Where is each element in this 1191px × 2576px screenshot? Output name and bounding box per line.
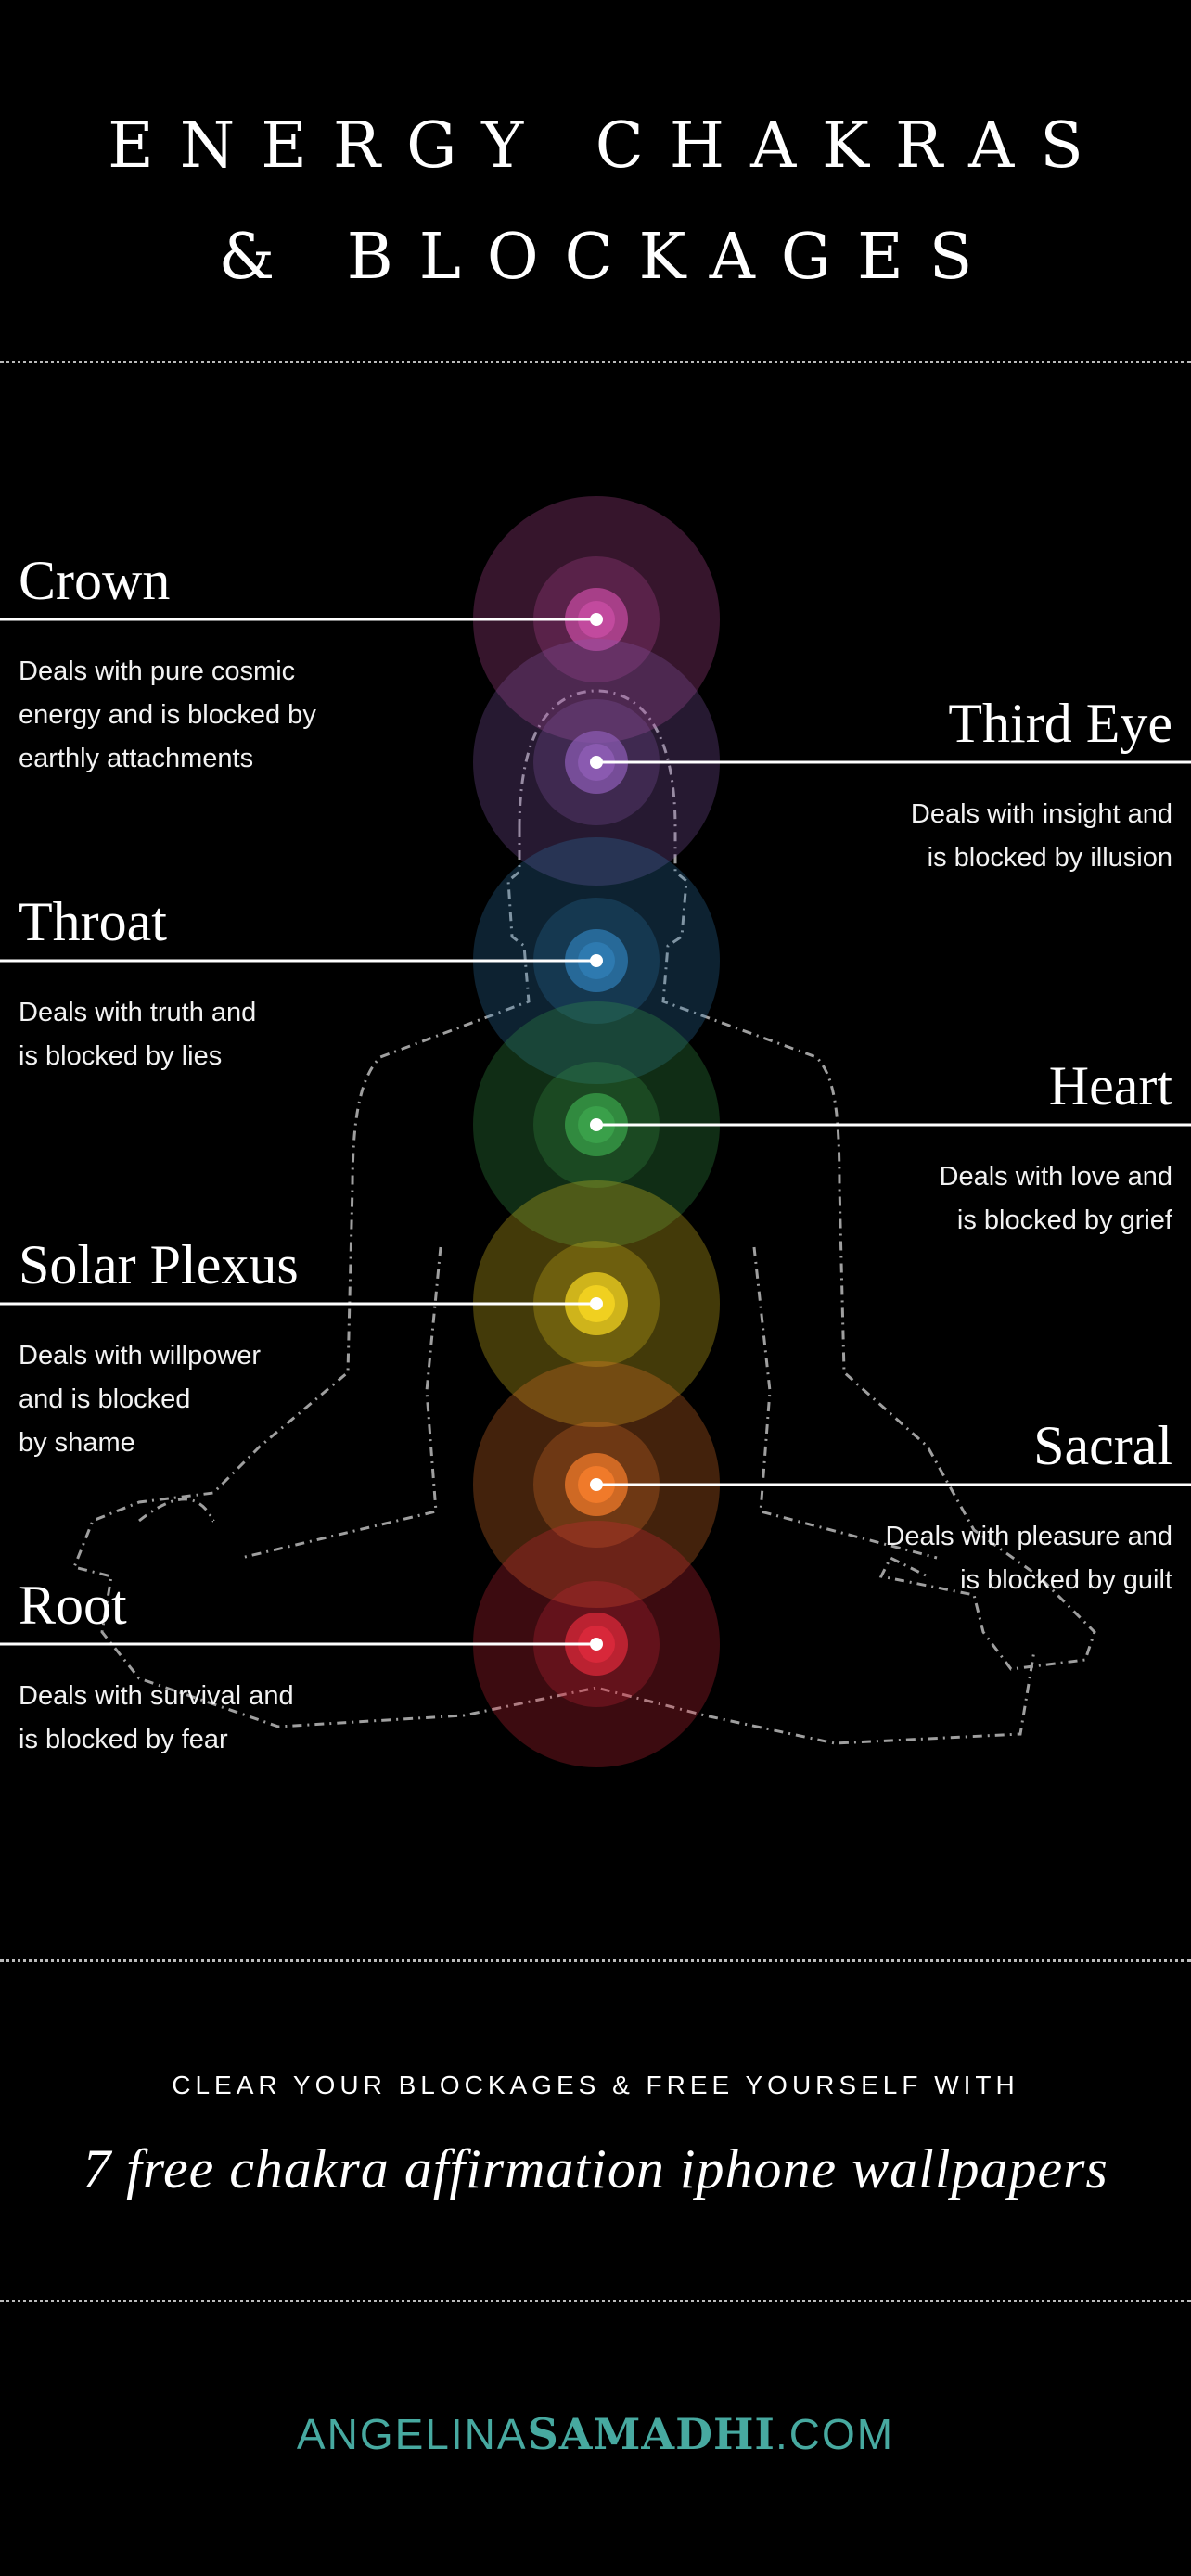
- chakra-heading: Root: [19, 1575, 127, 1636]
- chakra-dot: [590, 613, 603, 626]
- chakra-description-line: Deals with pure cosmic: [19, 657, 296, 686]
- divider-top: [0, 361, 1191, 363]
- chakra-heading: Heart: [1048, 1055, 1172, 1116]
- chakra-description-line: Deals with willpower: [19, 1341, 262, 1371]
- divider-middle: [0, 1959, 1191, 1962]
- website-part-2: SAMADHI: [527, 2409, 775, 2459]
- chakra-description-line: energy and is blocked by: [19, 700, 316, 730]
- chakra-description-line: by shame: [19, 1428, 135, 1458]
- chakra-heading: Solar Plexus: [19, 1234, 299, 1295]
- chakra-dot: [590, 756, 603, 769]
- chakra-description-line: is blocked by lies: [19, 1041, 223, 1071]
- chakra-sacral: [473, 1361, 720, 1608]
- chakra-description-line: Deals with pleasure and: [885, 1522, 1172, 1551]
- chakra-heading: Sacral: [1033, 1415, 1172, 1476]
- chakra-description-line: Deals with insight and: [910, 799, 1172, 829]
- website-part-1: ANGELINA: [296, 2410, 528, 2458]
- chakra-dot: [590, 1478, 603, 1491]
- chakra-dot: [590, 1297, 603, 1310]
- chakra-heading: Crown: [19, 550, 171, 611]
- chakra-description-line: Deals with love and: [939, 1162, 1172, 1192]
- chakra-dot: [590, 1638, 603, 1651]
- chakra-heading: Third Eye: [948, 693, 1172, 754]
- chakra-description-line: is blocked by guilt: [960, 1565, 1172, 1595]
- wallpapers-link[interactable]: 7 free chakra affirmation iphone wallpap…: [83, 2138, 1108, 2200]
- chakra-dot: [590, 954, 603, 967]
- chakra-description-line: earthly attachments: [19, 744, 254, 773]
- chakra-description-line: and is blocked: [19, 1384, 191, 1414]
- meditating-body-outline: [71, 689, 1096, 1745]
- chakra-description-line: is blocked by grief: [956, 1205, 1172, 1235]
- chakra-description-line: is blocked by fear: [19, 1725, 228, 1754]
- title-line-2: & BLOCKAGES: [218, 221, 999, 294]
- website-part-3: .COM: [775, 2410, 895, 2458]
- chakra-dot: [590, 1118, 603, 1131]
- title-line-1: ENERGY CHAKRAS: [108, 109, 1109, 183]
- chakra-description-line: Deals with truth and: [19, 998, 257, 1027]
- cta-text: CLEAR YOUR BLOCKAGES & FREE YOURSELF WIT…: [172, 2071, 1019, 2099]
- chakra-description-line: Deals with survival and: [19, 1681, 294, 1711]
- website-logo[interactable]: ANGELINASAMADHI.COM: [0, 2409, 1191, 2459]
- chakra-heading: Throat: [19, 891, 167, 952]
- divider-bottom: [0, 2300, 1191, 2302]
- chakra-description-line: is blocked by illusion: [927, 843, 1172, 873]
